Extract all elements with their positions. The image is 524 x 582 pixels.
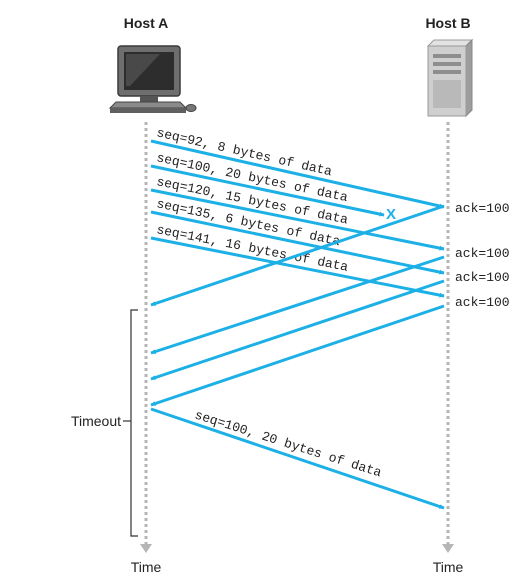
- host-b-label: Host B: [425, 15, 470, 31]
- segment-arrow: [150, 210, 445, 275]
- ack-label: ack=100: [455, 201, 510, 216]
- server-tower-icon: [426, 38, 474, 118]
- ack-label: ack=100: [455, 295, 510, 310]
- ack-label: ack=100: [455, 270, 510, 285]
- host-b-time-arrow: [442, 544, 454, 553]
- timeout-bracket: [130, 309, 138, 537]
- host-a-time-label: Time: [131, 559, 162, 575]
- segment-arrow: [150, 139, 445, 209]
- segment-arrow: [150, 236, 445, 298]
- host-b-time-label: Time: [433, 559, 464, 575]
- host-a-time-arrow: [140, 544, 152, 553]
- ack-arrow: [150, 255, 445, 355]
- desktop-computer-icon: [108, 45, 197, 113]
- ack-arrow: [150, 304, 445, 407]
- retransmission-arrow: [150, 407, 445, 510]
- ack-arrow: [150, 204, 445, 307]
- segment-arrow: [150, 188, 445, 251]
- timeout-label: Timeout: [71, 413, 121, 429]
- retransmission-label: seq=100, 20 bytes of data: [193, 408, 384, 481]
- ack-arrow: [150, 279, 445, 381]
- ack-label: ack=100: [455, 246, 510, 261]
- host-a-label: Host A: [124, 15, 169, 31]
- lost-packet-x-icon: X: [386, 206, 396, 223]
- segment-arrow-lost: [150, 164, 385, 217]
